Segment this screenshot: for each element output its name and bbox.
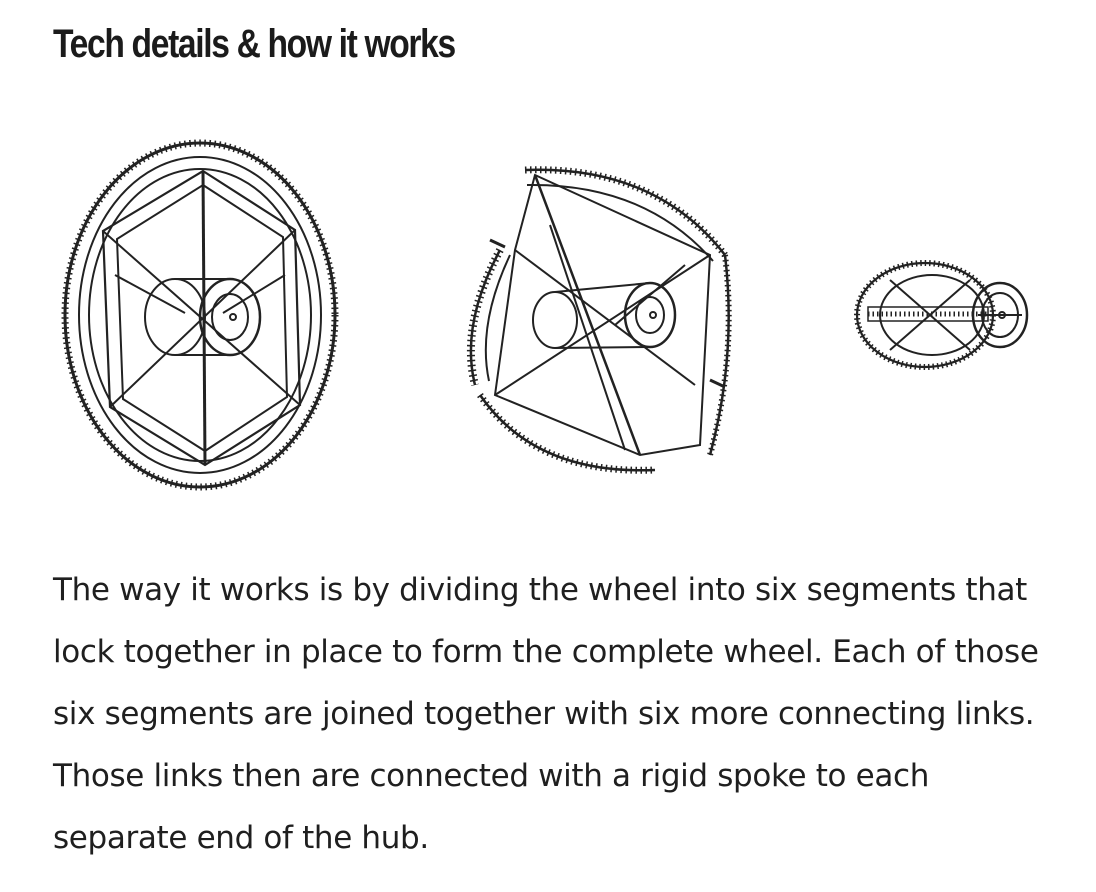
wheel-folding-drawing (466, 166, 732, 474)
body-paragraph: The way it works is by dividing the whee… (53, 572, 1039, 856)
section-heading: Tech details & how it works (53, 22, 456, 66)
wheel-assembled-drawing (61, 139, 339, 491)
folding-wheel-illustration (40, 120, 1056, 520)
wheel-folded-drawing (854, 260, 1029, 370)
